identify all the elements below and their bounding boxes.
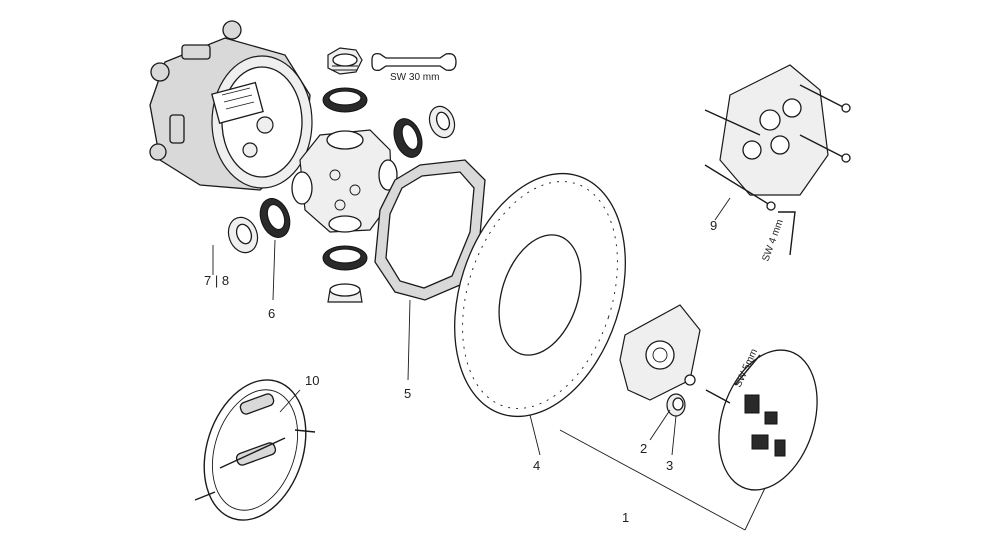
hex-nut-top [327,47,363,75]
wrench-size-label: SW 30 mm [390,72,439,83]
part-labels: 7 | 8 6 5 4 10 9 2 3 1 [204,218,717,525]
threaded-fitting-right [428,105,456,139]
seal-ring-upper [322,87,368,113]
rough-in-unit [704,64,851,211]
part-label-2: 2 [640,441,647,456]
valve-body [291,129,398,233]
part-label-4: 4 [533,458,540,473]
hex-key-4-label: SW 4 mm [760,218,785,263]
rosette-ring [454,172,626,418]
leader-lines [212,197,766,531]
threaded-fitting-left [227,216,259,254]
part-label-5: 5 [404,386,411,401]
mounting-box [149,20,313,191]
installation-frame [194,379,316,521]
threaded-fitting-bottom [327,283,363,303]
cover-plate [718,349,818,491]
hex-key-sw4: SW 4 mm [760,211,796,263]
wrench-sw30: SW 30 mm [371,52,457,83]
seal-ring-left [259,198,291,238]
part-label-7-8: 7 | 8 [204,273,229,288]
part-label-1: 1 [622,510,629,525]
hex-screw [684,374,731,404]
part-label-6: 6 [268,306,275,321]
seal-ring-right [393,118,423,158]
cartridge-part-3 [666,393,686,417]
part-label-10: 10 [305,373,319,388]
octagonal-frame [374,159,486,301]
part-label-3: 3 [666,458,673,473]
mounting-plate [619,304,701,401]
seal-ring-lower [322,245,368,271]
part-label-9: 9 [710,218,717,233]
